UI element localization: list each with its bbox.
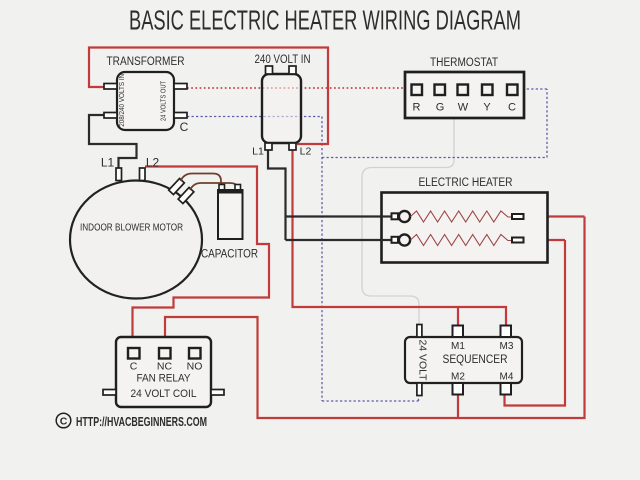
svg-text:CAPACITOR: CAPACITOR [201,249,258,261]
svg-text:G: G [436,102,445,114]
svg-text:C: C [508,102,516,114]
svg-text:SEQUENCER: SEQUENCER [443,354,508,366]
svg-text:ELECTRIC HEATER: ELECTRIC HEATER [419,177,513,189]
svg-text:240 VOLT IN: 240 VOLT IN [255,54,311,66]
svg-text:NC: NC [157,361,173,373]
svg-text:R: R [413,102,421,114]
svg-text:C: C [60,416,68,428]
svg-text:C: C [130,361,138,373]
svg-text:HTTP://HVACBEGINNERS.COM: HTTP://HVACBEGINNERS.COM [76,415,207,429]
svg-text:W: W [458,102,469,114]
svg-text:Y: Y [483,102,491,114]
svg-text:C: C [180,120,189,134]
svg-text:M4: M4 [500,372,514,383]
svg-text:L2: L2 [146,156,160,170]
svg-text:INDOOR BLOWER MOTOR: INDOOR BLOWER MOTOR [80,222,183,234]
svg-text:THERMOSTAT: THERMOSTAT [430,57,498,69]
svg-text:M3: M3 [500,341,514,352]
svg-text:L1: L1 [101,156,115,170]
svg-text:NO: NO [187,361,203,373]
svg-text:L1: L1 [252,146,264,158]
svg-text:24 VOLTS OUT: 24 VOLTS OUT [159,81,168,121]
svg-text:24 VOLT: 24 VOLT [417,340,428,381]
svg-text:M1: M1 [451,341,465,352]
svg-text:208/240 VOLTS IN: 208/240 VOLTS IN [117,74,126,127]
svg-text:24 VOLT COIL: 24 VOLT COIL [131,388,197,400]
svg-text:BASIC ELECTRIC HEATER WIRING D: BASIC ELECTRIC HEATER WIRING DIAGRAM [129,5,521,36]
svg-text:M2: M2 [451,372,465,383]
svg-text:FAN RELAY: FAN RELAY [137,373,192,385]
svg-text:TRANSFORMER: TRANSFORMER [107,56,185,68]
svg-text:L2: L2 [300,146,312,158]
